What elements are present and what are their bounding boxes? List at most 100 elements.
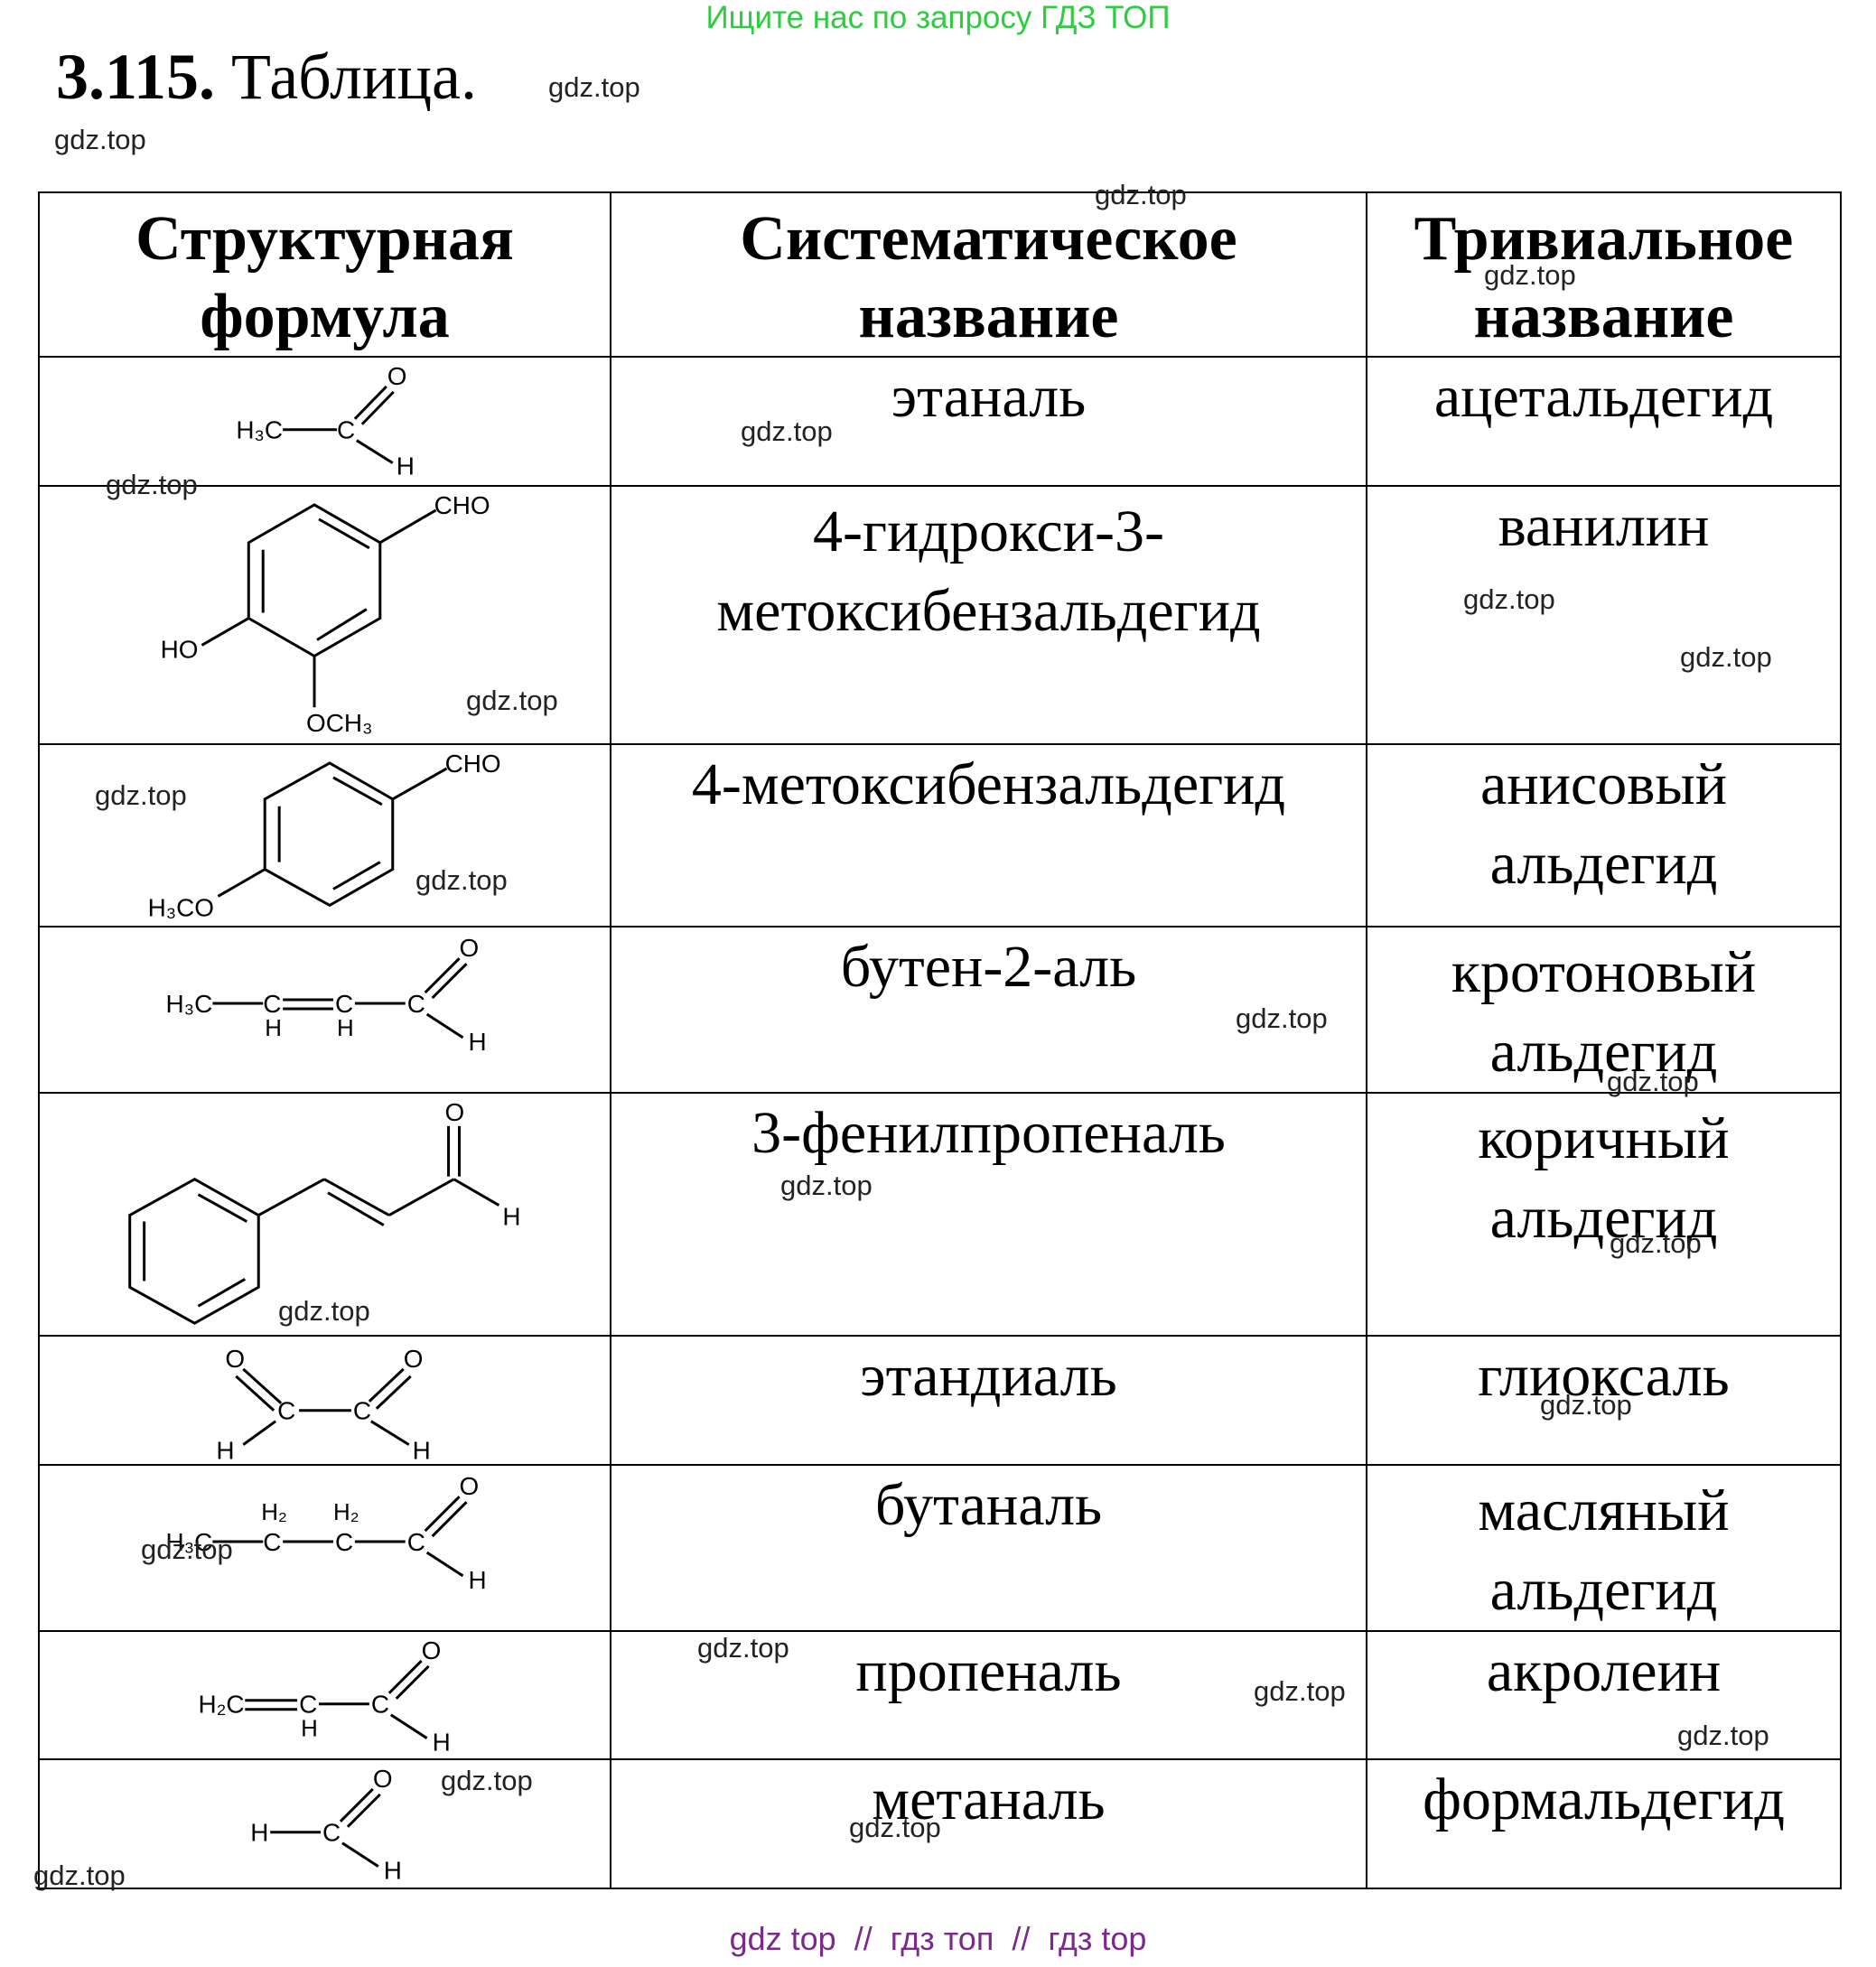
atom-label: C: [277, 1397, 295, 1425]
atom-label: H₃C: [236, 416, 283, 444]
systematic-name: бутаналь: [610, 1463, 1367, 1632]
atom-label: H: [337, 1016, 354, 1041]
trivial-name: глиоксаль: [1366, 1335, 1842, 1466]
formula-cell: H₃C C H C H C O H: [38, 926, 611, 1094]
butanal-formula: H₃C H₂ C H₂ C C O H: [166, 1472, 487, 1594]
trivial-name: масляный альдегид: [1366, 1463, 1842, 1632]
watermark: gdz.top: [106, 469, 198, 500]
trivial-name: коричный альдегид: [1366, 1091, 1842, 1338]
watermark: gdz.top: [741, 415, 833, 447]
formula-cell: H C O H: [38, 1758, 611, 1889]
watermark: gdz.top: [33, 1860, 126, 1891]
ethanal-formula: H₃C C O H: [236, 362, 415, 480]
systematic-name: метаналь: [610, 1758, 1367, 1889]
table-row: H₃C C H C H C O H бутен-2-аль кротоновый…: [38, 926, 1842, 1094]
atom-label: O: [422, 1636, 442, 1664]
atom-label: O: [225, 1345, 245, 1373]
formula-cell: O C H C O H: [38, 1335, 611, 1466]
atom-label: H: [502, 1203, 520, 1231]
systematic-name: 4-метоксибензальдегид: [610, 742, 1367, 928]
header-structural: Структурная формула: [38, 191, 611, 358]
trivial-name: формальдегид: [1366, 1758, 1842, 1889]
watermark: gdz.top: [1540, 1389, 1632, 1421]
formula-cell: O H: [38, 1091, 611, 1338]
atom-label: C: [335, 990, 353, 1018]
aldehydes-table: Структурная формула Систематическое назв…: [38, 191, 1842, 1889]
vanillin-formula: CHO HO OCH₃: [161, 490, 490, 737]
trivial-name: кротоновый альдегид: [1366, 926, 1842, 1094]
atom-label: H: [397, 452, 415, 480]
table-row: H₃C H₂ C H₂ C C O H бутаналь масляный ал…: [38, 1463, 1842, 1632]
atom-label: H: [216, 1437, 234, 1464]
atom-label: H₂: [333, 1500, 359, 1525]
atom-label: O: [460, 1472, 480, 1500]
methanal-formula: H C O H: [250, 1765, 402, 1885]
atom-label: C: [407, 990, 425, 1018]
watermark: gdz.top: [1677, 1720, 1769, 1751]
atom-label: C: [335, 1528, 353, 1556]
watermark: gdz.top: [1463, 583, 1555, 615]
header-trivial: Тривиальное название: [1366, 191, 1842, 358]
trivial-name: ацетальдегид: [1366, 356, 1842, 487]
atom-label: H: [265, 1016, 282, 1041]
systematic-name: 4-гидрокси-3-метоксибензальдегид: [610, 484, 1367, 745]
atom-label: H: [301, 1716, 318, 1741]
table-row: O H 3-фенилпропеналь коричный альдегид: [38, 1091, 1842, 1338]
atom-label: C: [322, 1819, 341, 1847]
table-row: H₂C C H C O H пропеналь акролеин: [38, 1629, 1842, 1761]
watermark: gdz.top: [1607, 1066, 1699, 1097]
atom-label: C: [263, 990, 281, 1018]
table-header-row: Структурная формула Систематическое назв…: [38, 191, 1842, 358]
atom-label: H: [384, 1857, 402, 1885]
atom-label: H: [250, 1819, 268, 1847]
atom-label: H₃C: [166, 1528, 213, 1556]
watermark: gdz.top: [1254, 1675, 1346, 1707]
systematic-name: этандиаль: [610, 1335, 1367, 1466]
atom-label: H₃CO: [148, 893, 214, 921]
atom-label: C: [371, 1690, 389, 1718]
systematic-name: 3-фенилпропеналь: [610, 1091, 1367, 1338]
formula-cell: H₃C H₂ C H₂ C C O H: [38, 1463, 611, 1632]
trivial-name: ванилин: [1366, 484, 1842, 745]
watermark: gdz.top: [697, 1632, 789, 1664]
task-number: 3.115.: [56, 41, 216, 113]
watermark: gdz.top: [54, 124, 146, 155]
watermark: gdz.top: [278, 1295, 370, 1327]
watermark: gdz.top: [1680, 641, 1772, 673]
formula-cell: H₂C C H C O H: [38, 1629, 611, 1761]
footer-links: gdz top // гдз топ // гдз top: [729, 1920, 1147, 1957]
atom-label: CHO: [434, 490, 490, 518]
atom-label: O: [404, 1345, 424, 1373]
atom-label: O: [387, 362, 407, 390]
search-banner: Ищите нас по запросу ГДЗ ТОП: [705, 0, 1171, 35]
watermark: gdz.top: [849, 1812, 941, 1843]
watermark: gdz.top: [1484, 259, 1576, 291]
table-row: H₃C C O H этаналь ацетальдегид: [38, 356, 1842, 487]
formula-cell: CHO H₃CO: [38, 742, 611, 928]
watermark: gdz.top: [780, 1170, 873, 1201]
systematic-name: этаналь: [610, 356, 1367, 487]
table-row: H C O H метаналь формальдегид: [38, 1758, 1842, 1889]
formula-cell: CHO HO OCH₃: [38, 484, 611, 745]
systematic-name: бутен-2-аль: [610, 926, 1367, 1094]
trivial-name: анисовый альдегид: [1366, 742, 1842, 928]
atom-label: OCH₃: [306, 709, 372, 737]
glyoxal-formula: O C H C O H: [216, 1345, 431, 1464]
propenal-formula: H₂C C H C O H: [198, 1636, 450, 1757]
task-title: Таблица.: [231, 41, 477, 113]
table-row: CHO H₃CO 4-метоксибензальдегид анисовый …: [38, 742, 1842, 928]
formula-cell: H₃C C O H: [38, 356, 611, 487]
page-title: 3.115.Таблица.: [56, 36, 477, 117]
table-row: O C H C O H этандиаль глиоксаль: [38, 1335, 1842, 1466]
atom-label: H₂: [261, 1500, 287, 1525]
header-systematic: Систематическое название: [610, 191, 1367, 358]
atom-label: O: [373, 1765, 393, 1793]
watermark: gdz.top: [441, 1765, 533, 1796]
atom-label: C: [337, 416, 355, 444]
atom-label: H₃C: [166, 990, 213, 1018]
atom-label: C: [299, 1690, 317, 1718]
atom-label: H: [413, 1437, 431, 1464]
atom-label: C: [407, 1528, 425, 1556]
atom-label: CHO: [445, 750, 501, 778]
watermark: gdz.top: [1236, 1002, 1328, 1034]
